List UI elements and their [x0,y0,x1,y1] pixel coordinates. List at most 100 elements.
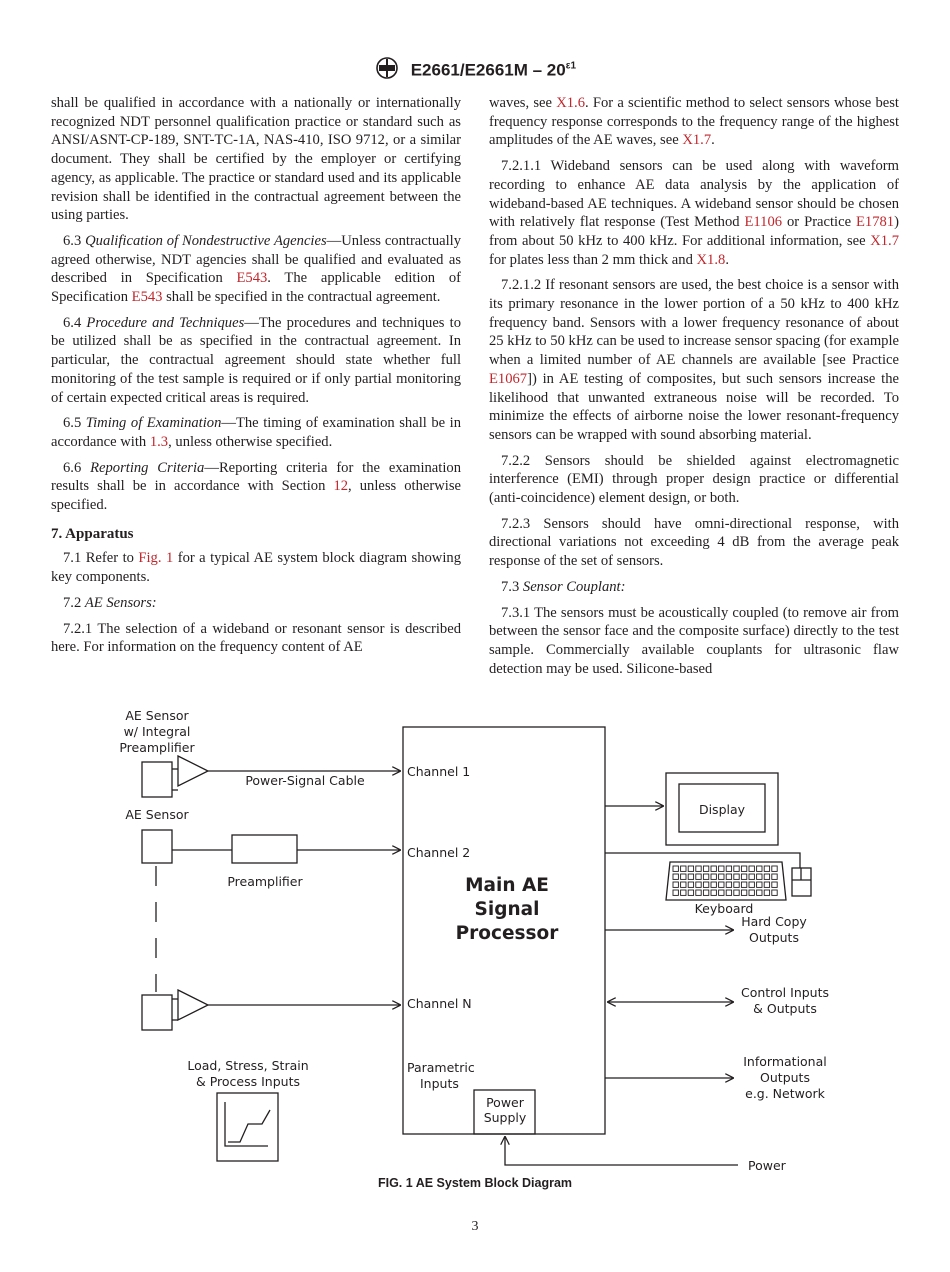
keyboard-key [748,889,755,896]
control-io-label: Control Inputs [741,985,829,1000]
keyboard-cable [605,852,801,868]
main-processor-label: Main AE [465,875,549,896]
integral-preamp-icon [177,754,210,788]
figure-caption: FIG. 1 AE System Block Diagram [377,1176,573,1190]
keyboard-key [733,881,740,888]
link-x1-7[interactable]: X1.7 [682,132,712,149]
keyboard-key [771,889,778,896]
paragraph-7-3-1: 7.3.1 The sensors must be acoustically c… [489,604,899,677]
paragraph-7-2: 7.2 AE Sensors: [63,594,157,611]
informational-label: Informational [743,1054,827,1069]
left-column: shall be qualified in accordance with a … [51,94,461,657]
link-x1-6[interactable]: X1.6 [556,95,585,111]
keyboard-key [672,873,679,880]
channel-2-label: Channel 2 [407,845,470,860]
link-section-12[interactable]: 12 [333,478,349,495]
right-column: waves, see X1.6. For a scientific method… [489,94,899,678]
keyboard-key [763,881,771,888]
paragraph-7-3: 7.3 Sensor Couplant: [501,578,626,595]
link-e1781[interactable]: E1781 [856,214,895,231]
document-designation: E2661/E2661M – 20 [410,60,566,80]
link-x1-8[interactable]: X1.8 [696,251,726,268]
keyboard-key [672,889,679,896]
keyboard-key [710,865,717,872]
keyboard-key [687,865,695,872]
paragraph-7-2-1: 7.2.1 The selection of a wideband or res… [51,620,461,656]
sensor-2-label: AE Sensor [125,807,189,822]
keyboard-key [687,881,695,888]
keyboard-key [725,873,733,880]
keyboard-key [725,865,733,872]
paragraph-7-1: 7.1 Refer to Fig. 1 for a typical AE sys… [51,550,461,586]
power-label: Power [748,1158,787,1173]
keyboard-key [672,865,679,872]
parametric-label: Parametric [407,1060,475,1075]
section-heading-apparatus: 7. Apparatus [51,525,134,542]
preamplifier-box [231,834,298,864]
link-fig-1[interactable]: Fig. 1 [138,550,174,567]
informational-label-3: e.g. Network [745,1086,825,1101]
paragraph-7-2-2: 7.2.2 Sensors should be shielded against… [489,452,899,507]
keyboard-key [771,865,778,872]
informational-label-2: Outputs [760,1070,810,1085]
power-supply-label: Power [486,1095,525,1110]
keyboard-key [733,889,740,896]
keyboard-key [733,873,740,880]
keyboard-key [740,881,748,888]
keyboard-key [756,873,763,880]
channel-n-label: Channel N [407,996,472,1011]
paragraph-7-2-1-2: 7.2.1.2 If resonant sensors are used, th… [489,277,899,443]
keyboard-key [672,881,679,888]
link-1-3[interactable]: 1.3 [149,433,169,450]
link-e1067[interactable]: E1067 [489,370,528,387]
keyboard-key [771,873,778,880]
control-io-label-2: & Outputs [753,1001,817,1016]
display-monitor-screen [678,783,766,833]
keyboard-key [687,873,695,880]
hard-copy-label-2: Outputs [749,930,799,945]
keyboard-key [710,889,717,896]
keyboard-key [756,865,763,872]
parametric-label-2: Inputs [420,1076,459,1091]
page-header: E2661/E2661M – 20ε1 [0,57,950,84]
keyboard-key [756,881,763,888]
power-supply-label-2: Supply [484,1110,527,1125]
keyboard-keys [672,865,778,896]
page-number: 3 [471,1219,479,1234]
keyboard-key [748,865,755,872]
paragraph-6-5: 6.5 Timing of Examination—The timing of … [51,415,462,450]
keyboard-key [702,881,710,888]
keyboard-key [763,865,771,872]
keyboard-key [687,889,695,896]
display-monitor-outer [665,772,779,846]
power-supply-box [473,1089,536,1135]
keyboard-key [702,873,710,880]
paragraph-6-6: 6.6 Reporting Criteria—Reporting criteri… [51,459,461,514]
figure-ae-block-diagram: AE Sensor w/ Integral Preamplifier Power… [0,700,950,1180]
link-e543[interactable]: E543 [236,270,268,287]
load-graph-icon [224,1102,271,1147]
keyboard-key [740,889,748,896]
keyboard-key [725,889,733,896]
sensor-n-icon [141,994,173,1031]
keyboard-key [725,881,733,888]
keyboard-label: Keyboard [695,901,754,916]
keyboard-key [695,889,702,896]
link-e543-2[interactable]: E543 [131,289,163,306]
keyboard-key [702,865,710,872]
link-e1106[interactable]: E1106 [744,214,783,231]
link-x1-7-b[interactable]: X1.7 [870,232,899,249]
paragraph-7-2-3: 7.2.3 Sensors should have omni-direction… [489,515,899,570]
keyboard-key [718,873,725,880]
keyboard-key [718,865,725,872]
keyboard-key [733,865,740,872]
load-label-2: & Process Inputs [196,1074,300,1089]
keyboard-key [680,881,687,888]
sensor-1-icon [141,761,173,798]
paragraph-6-4: 6.4 Procedure and Techniques—The procedu… [51,314,461,406]
sensor-n-preamp-icon [177,988,210,1022]
keyboard-key [763,889,771,896]
keyboard-key [748,881,755,888]
keyboard-icon [665,861,787,901]
keyboard-key [710,881,717,888]
